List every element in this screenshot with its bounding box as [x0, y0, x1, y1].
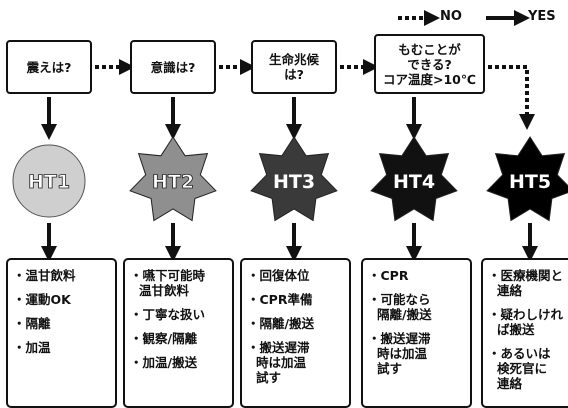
stage-ht3-label: HT3	[273, 171, 315, 193]
action-item: ・搬送遅滞 時は加温 試す	[247, 340, 310, 385]
action-item: ・医療機関と 連絡	[488, 268, 564, 298]
action-item: ・CPR準備	[247, 292, 313, 307]
action-item: ・観察/隔離	[130, 331, 198, 346]
stage-ht2-label: HT2	[152, 171, 194, 193]
action-item: ・運動OK	[13, 292, 71, 307]
flowchart: HT1 HT2 HT3 HT4 HT5 NO YES 震えは? 意識は? 生命兆候 は?…	[6, 9, 568, 408]
action-item: ・丁寧な扱い	[130, 307, 206, 322]
action-item: ・温甘飲料	[13, 268, 76, 283]
flow-arrows: HT1 HT2 HT3 HT4 HT5	[12, 10, 568, 262]
actions-ht2: ・嚥下可能時 温甘飲料 ・丁寧な扱い ・観察/隔離 ・加温/搬送	[123, 258, 234, 408]
question-vital-signs: 生命兆候 は?	[251, 40, 337, 94]
action-item: ・回復体位	[247, 268, 310, 283]
stage-ht5-label: HT5	[509, 171, 551, 193]
actions-ht5: ・医療機関と 連絡 ・疑わしけれ ば搬送 ・あるいは 検死官に 連絡	[481, 258, 568, 408]
no-arrow-to-ht5	[488, 65, 535, 130]
stage-ht4-badge	[370, 136, 458, 222]
stage-ht1-label: HT1	[28, 171, 70, 193]
actions-ht4: ・CPR ・可能なら 隔離/搬送 ・搬送遅滞 時は加温 試す	[361, 258, 472, 408]
action-item: ・あるいは 検死官に 連絡	[488, 346, 551, 391]
actions-ht1: ・温甘飲料 ・運動OK ・隔離 ・加温	[6, 258, 117, 408]
question-core-temp: もむことが できる? コア温度>10℃	[374, 34, 485, 94]
action-item: ・嚥下可能時 温甘飲料	[130, 268, 206, 298]
stage-ht4-label: HT4	[393, 171, 435, 193]
legend-yes-label: YES	[528, 9, 556, 24]
actions-ht3: ・回復体位 ・CPR準備 ・隔離/搬送 ・搬送遅滞 時は加温 試す	[240, 258, 351, 408]
action-item: ・CPR	[368, 268, 409, 283]
action-item: ・可能なら 隔離/搬送	[368, 292, 432, 322]
legend-no-label: NO	[440, 9, 462, 24]
stage-ht2-badge	[129, 136, 217, 222]
action-item: ・加温/搬送	[130, 355, 198, 370]
action-item: ・搬送遅滞 時は加温 試す	[368, 331, 431, 376]
action-item: ・加温	[13, 340, 51, 355]
stage-ht5-badge	[486, 136, 568, 222]
action-item: ・隔離/搬送	[247, 316, 315, 331]
action-item: ・隔離	[13, 316, 51, 331]
stage-ht3-badge	[250, 136, 338, 222]
action-item: ・疑わしけれ ば搬送	[488, 307, 564, 337]
question-consciousness: 意識は?	[130, 40, 216, 94]
question-shivering: 震えは?	[6, 40, 92, 94]
stage-ht1-badge	[12, 144, 86, 218]
